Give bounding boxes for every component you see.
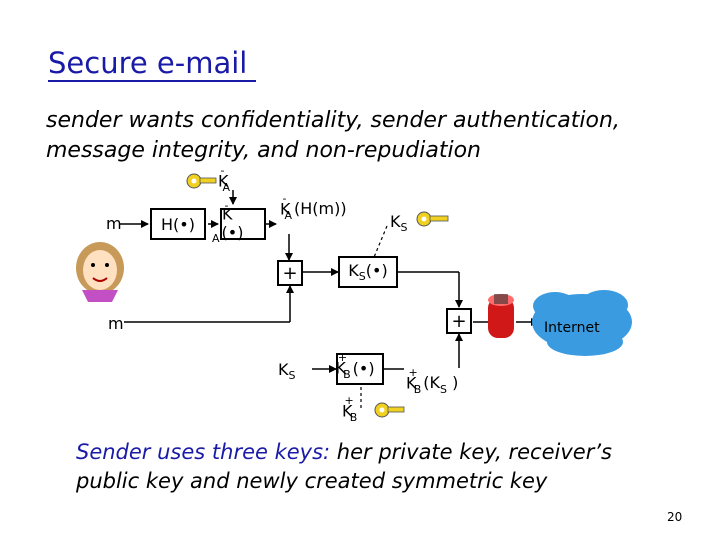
symmetric-key-input-label: KS (278, 360, 296, 383)
symmetric-encrypt-box: KS(•) (338, 256, 398, 288)
message-m-top: m (106, 214, 122, 233)
summary-line-2: public key and newly created symmetric k… (76, 469, 548, 493)
sign-box: K-A(•) (212, 199, 266, 245)
concat-plus-1: + (277, 260, 303, 286)
alice-avatar-icon (76, 242, 124, 302)
internet-cloud-icon (532, 290, 632, 356)
subtitle-line-2: message integrity, and non-repudiation (46, 138, 481, 163)
hash-function-label: H(•) (161, 214, 195, 234)
concat-plus-2: + (446, 308, 472, 334)
hash-function-box: H(•) (150, 208, 206, 240)
summary-text: Sender uses three keys: her private key,… (76, 438, 696, 496)
private-key-label: K-A (218, 164, 231, 194)
public-encrypt-label: K+B(•) (335, 351, 375, 381)
summary-rest: her private key, receiver’s (330, 440, 612, 464)
encrypted-key-label: K+B(KS ) (406, 366, 459, 396)
private-key-icon (186, 173, 217, 189)
title-underline (48, 80, 256, 82)
public-encrypt-box: K+B(•) (335, 351, 384, 385)
subtitle-line-1: sender wants confidentiality, sender aut… (46, 108, 620, 133)
slide-subtitle: sender wants confidentiality, sender aut… (46, 106, 686, 166)
symmetric-key-icon (416, 211, 449, 227)
symmetric-key-label: KS (390, 212, 408, 235)
symmetric-encrypt-label: KS(•) (348, 260, 388, 284)
internet-label: Internet (544, 320, 600, 336)
sign-box-label: K-A(•) (212, 198, 244, 246)
signed-digest-label: K-A(H(m)) (280, 192, 347, 222)
slide-title: Secure e-mail (48, 46, 248, 80)
public-key-icon (374, 402, 405, 418)
summary-highlight: Sender uses three keys: (76, 440, 331, 464)
public-key-label: K+B (342, 394, 358, 424)
page-number: 20 (667, 510, 683, 524)
message-m-bottom: m (108, 314, 124, 333)
router-icon (488, 294, 514, 338)
